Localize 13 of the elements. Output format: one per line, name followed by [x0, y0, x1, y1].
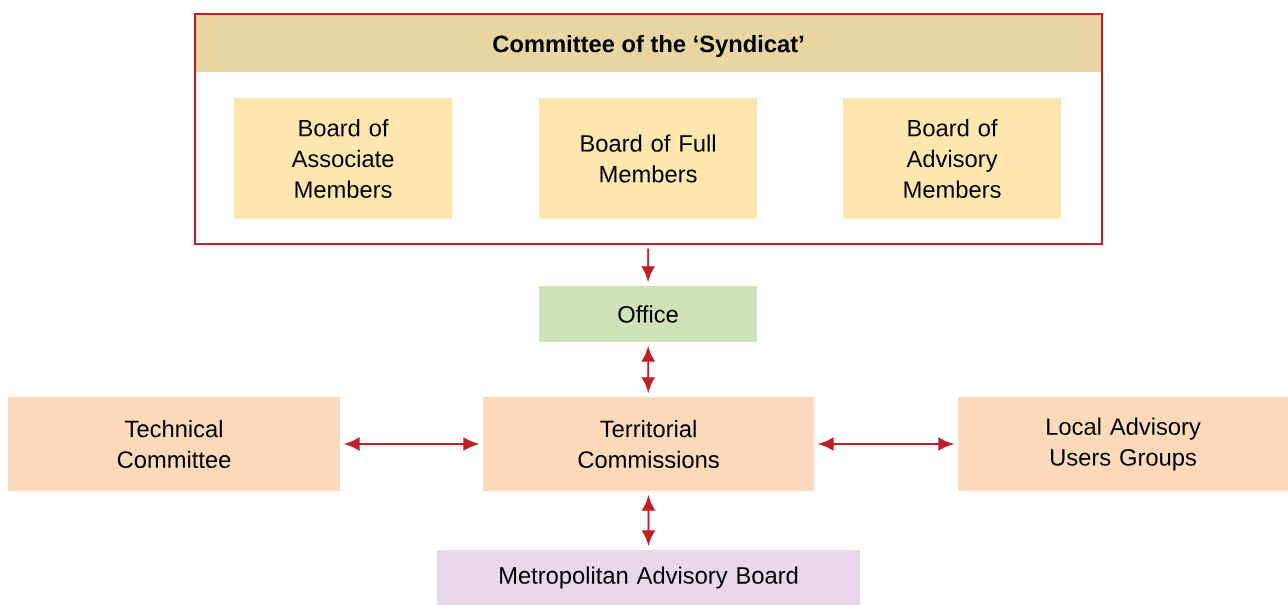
commissions-box: Territorial Commissions: [483, 397, 814, 491]
committee-box: Technical Committee: [8, 397, 340, 491]
advisory-board-box: Metropolitan Advisory Board: [437, 550, 860, 605]
board-box: Board of Associate Members: [234, 98, 452, 219]
arrow: [642, 497, 655, 544]
board-box: Board of Full Members: [539, 98, 757, 219]
office-box: Office: [539, 286, 757, 342]
arrow: [346, 437, 477, 451]
arrow: [820, 437, 952, 451]
board-box: Board of Advisory Members: [843, 98, 1061, 219]
arrow: [642, 247, 655, 280]
groups-box: Local Advisory Users Groups: [958, 397, 1288, 491]
arrow: [642, 348, 655, 391]
